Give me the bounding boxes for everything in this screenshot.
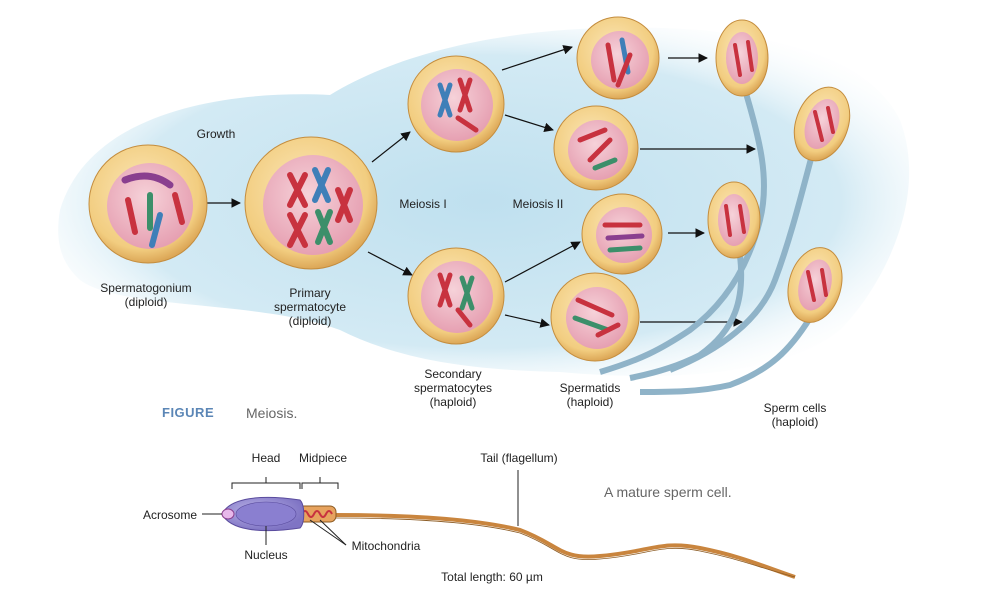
label-meiosis-2: Meiosis II [512, 197, 564, 211]
arrow-meiosis1-down [367, 251, 413, 276]
cell-spermatid-1 [576, 16, 660, 100]
label-midpiece: Midpiece [298, 451, 348, 465]
cell-spermatid-4 [550, 272, 640, 362]
label-spermatogonium: Spermatogonium (diploid) [100, 281, 192, 309]
label-tail: Tail (flagellum) [480, 451, 558, 465]
label-nucleus: Nucleus [244, 548, 288, 562]
process-arrows [206, 45, 756, 328]
label-sperm-cells: Sperm cells (haploid) [763, 401, 827, 429]
label-total-length: Total length: 60 µm [441, 570, 543, 584]
cell-spermatogonium [88, 144, 208, 264]
cell-spermatid-3 [581, 193, 663, 275]
sperm-cell-3 [707, 181, 761, 259]
sperm-caption: A mature sperm cell. [604, 484, 732, 500]
label-head: Head [251, 451, 281, 465]
label-meiosis-1: Meiosis I [399, 197, 447, 211]
midpiece-bracket [301, 477, 339, 489]
label-growth: Growth [196, 127, 236, 141]
background-wash [58, 27, 910, 376]
sperm-nucleus [235, 501, 297, 527]
arrow-meiosis1-up [371, 131, 411, 163]
figure-tag: FIGURE [162, 405, 215, 420]
sperm-acrosome [221, 508, 235, 520]
label-mitochondria: Mitochondria [351, 539, 421, 553]
arrow-meiosis2-d [504, 314, 550, 328]
cell-spermatid-2 [553, 105, 639, 191]
label-acrosome: Acrosome [142, 508, 198, 522]
arrow-meiosis2-b [504, 114, 554, 133]
cell-primary-spermatocyte [244, 136, 378, 270]
label-primary-spermatocyte: Primary spermatocyte (diploid) [273, 286, 347, 328]
sperm-cell-4 [787, 247, 843, 323]
cell-secondary-spermatocyte-top [407, 55, 505, 153]
arrow-meiosis2-a [501, 45, 573, 71]
sperm-cell-tails [599, 89, 815, 395]
cell-secondary-spermatocyte-bottom [407, 247, 505, 345]
sperm-cell-1 [715, 19, 769, 97]
sperm-cell-2 [793, 86, 851, 162]
arrow-meiosis2-c [504, 241, 581, 283]
label-spermatids: Spermatids (haploid) [559, 381, 621, 409]
head-bracket [231, 477, 301, 489]
sperm-tail [334, 513, 796, 579]
figure-caption: Meiosis. [246, 405, 298, 421]
label-secondary-spermatocytes: Secondary spermatocytes (haploid) [413, 367, 493, 409]
mature-sperm-diagram [202, 470, 796, 579]
